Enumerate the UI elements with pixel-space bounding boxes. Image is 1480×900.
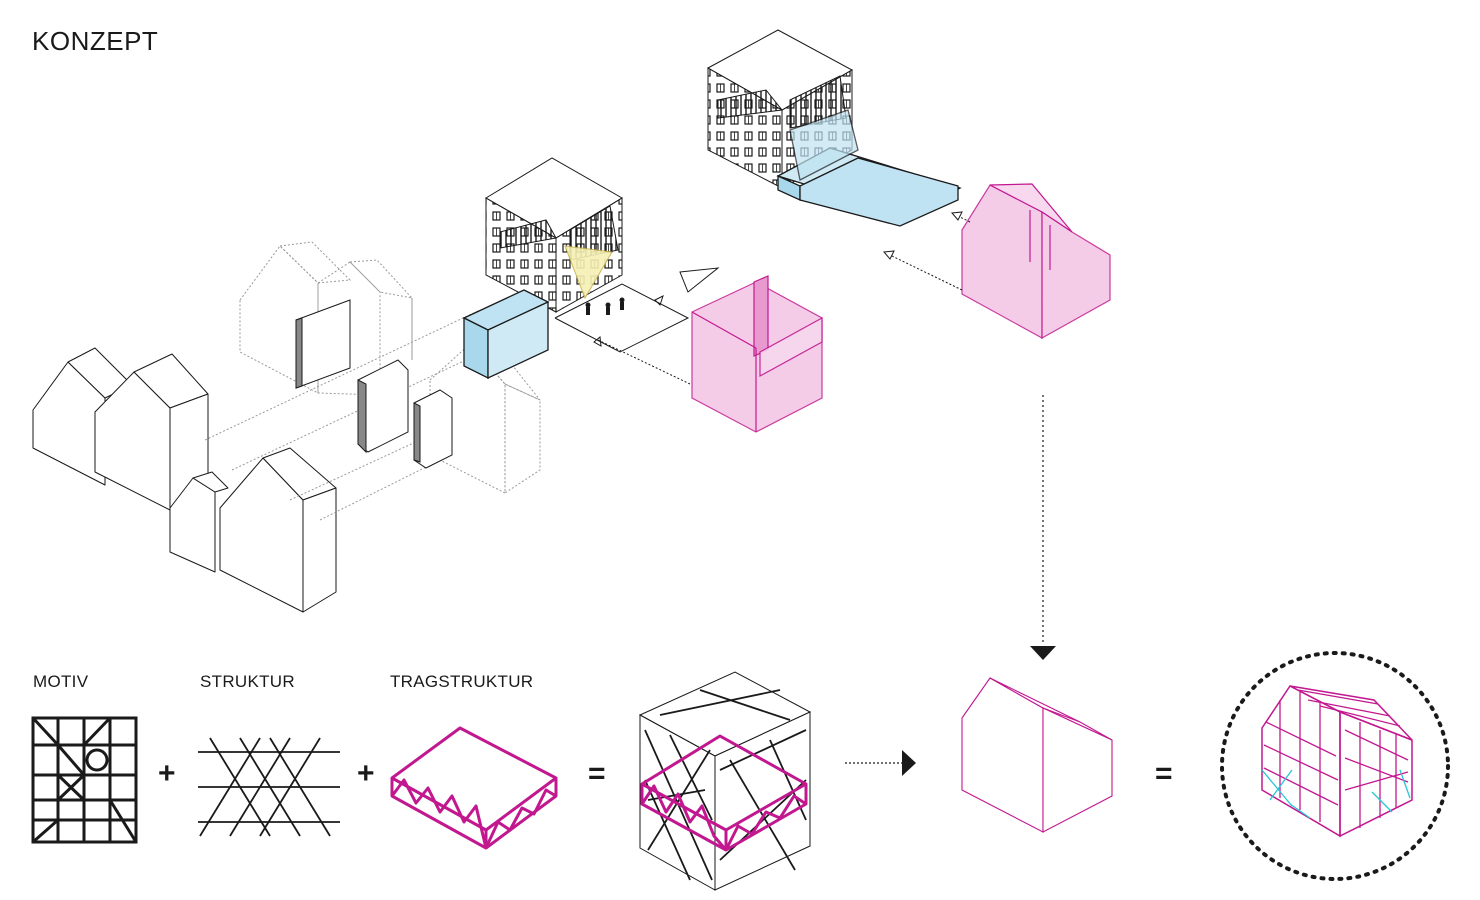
combined-cube	[638, 671, 812, 891]
tragstruktur-truss	[390, 726, 558, 850]
existing-houses	[32, 347, 337, 613]
plot-arrowheads	[593, 295, 664, 347]
blue-corridor	[776, 109, 962, 227]
label-tragstruktur: TRAGSTRUKTUR	[390, 672, 534, 691]
page-title: KONZEPT	[32, 26, 159, 56]
result-house	[1261, 685, 1413, 838]
motiv-pattern	[31, 716, 138, 844]
combined-cube-truss	[640, 734, 808, 852]
label-motiv: MOTIV	[33, 672, 89, 691]
arrow-to-gable	[845, 750, 916, 776]
plus-operator-1: +	[158, 757, 176, 790]
result-circle	[1220, 651, 1450, 881]
frame-openings	[295, 299, 453, 469]
equals-operator-2: =	[1155, 757, 1173, 790]
pink-u-volume	[691, 275, 823, 433]
central-building	[485, 157, 623, 313]
struktur-pattern	[198, 737, 340, 837]
label-struktur: STRUKTUR	[200, 672, 295, 691]
vertical-arrow	[1030, 395, 1056, 660]
dotted-arrows-gable	[882, 211, 971, 291]
direction-triangle	[679, 267, 720, 293]
gable-outline	[961, 677, 1113, 833]
plus-operator-2: +	[357, 757, 375, 790]
people-figures	[585, 297, 625, 315]
blue-volume-central	[462, 289, 550, 380]
equals-operator-1: =	[588, 757, 606, 790]
pink-gable-house	[961, 183, 1111, 340]
dotted-connector-u	[597, 339, 691, 385]
